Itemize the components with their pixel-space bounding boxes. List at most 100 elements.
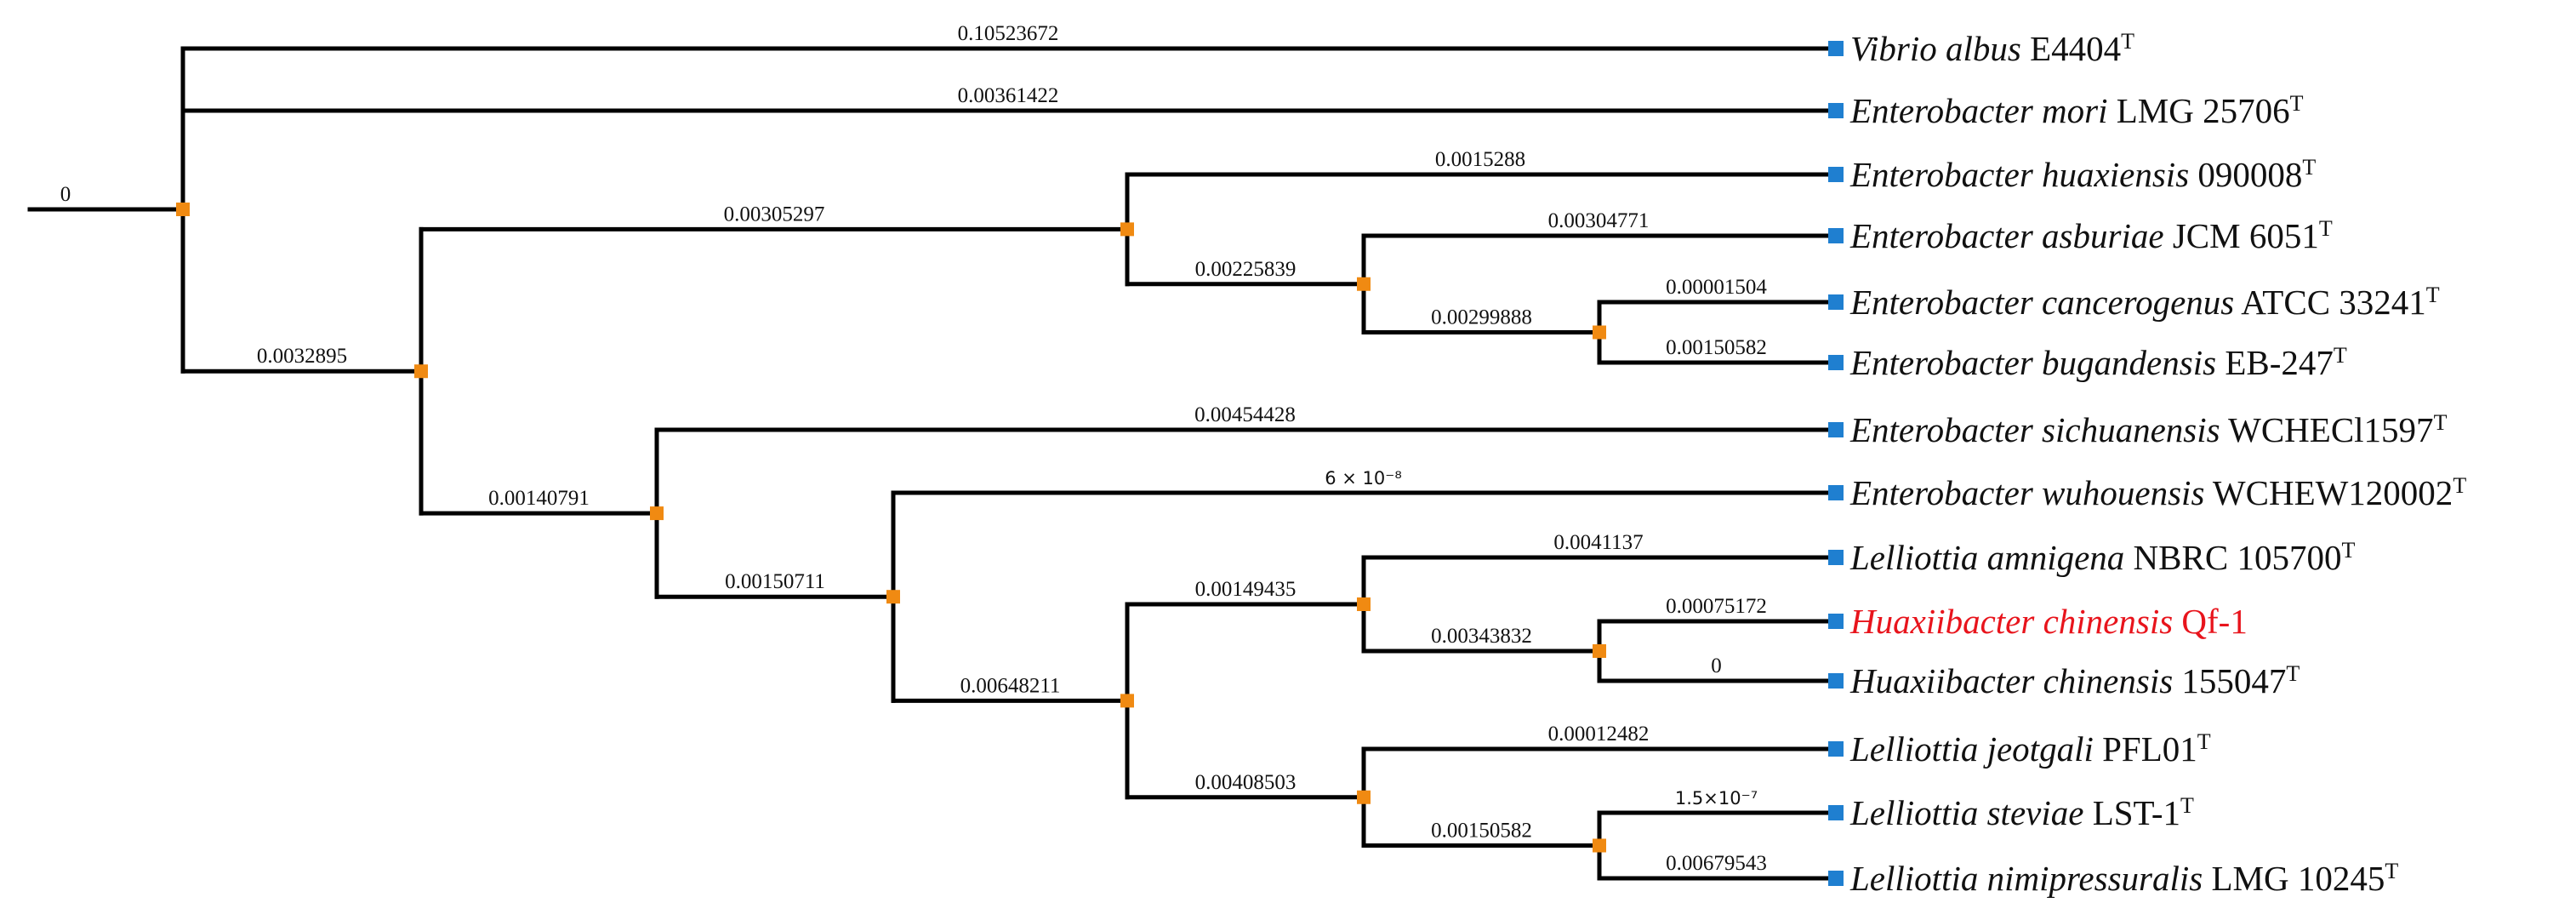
leaf-marker — [1828, 41, 1844, 56]
taxon-label: Vibrio albus E4404T — [1850, 29, 2134, 68]
leaf-marker — [1828, 805, 1844, 820]
branch-length-n6: 0.00140791 — [488, 487, 590, 510]
taxon-label: Lelliottia jeotgali PFL01T — [1849, 729, 2211, 769]
branch-length-L11: 0.00012482 — [1548, 723, 1650, 746]
taxon-label: Lelliottia steviae LST-1T — [1849, 793, 2194, 832]
type-strain-superscript: T — [2385, 859, 2398, 883]
branch-length-L6: 0.00454428 — [1194, 403, 1296, 426]
root-branch-label: 0 — [60, 183, 71, 206]
taxon-label-highlighted: Huaxiibacter chinensis Qf-1 — [1849, 602, 2248, 641]
leaf-marker — [1828, 103, 1844, 118]
branch-length-L12: 1.5×10⁻⁷ — [1675, 788, 1758, 809]
taxon-label: Enterobacter wuhouensis WCHEW120002T — [1849, 473, 2466, 512]
type-strain-superscript: T — [2286, 661, 2300, 686]
taxon-label: Lelliottia amnigena NBRC 105700T — [1849, 538, 2355, 577]
type-strain-superscript: T — [2334, 343, 2347, 368]
taxon-strain: ATCC 33241 — [2234, 283, 2426, 322]
taxon-strain: LST-1 — [2083, 793, 2180, 832]
taxon-species-name: Huaxiibacter chinensis — [1849, 661, 2173, 700]
taxon-label: Enterobacter asburiae JCM 6051T — [1849, 216, 2333, 255]
taxon-strain: PFL01 — [2094, 729, 2197, 769]
node-marker-n11 — [1357, 790, 1371, 804]
taxon-label: Enterobacter sichuanensis WCHECl1597T — [1849, 410, 2448, 449]
leaf-marker — [1828, 614, 1844, 629]
branch-length-L0: 0.10523672 — [958, 22, 1059, 45]
taxon-strain: LMG 10245 — [2203, 859, 2385, 898]
branch-length-L5: 0.00150582 — [1666, 336, 1767, 359]
taxon-strain: NBRC 105700 — [2124, 538, 2341, 577]
taxon-species-name: Enterobacter asburiae — [1849, 216, 2164, 255]
taxon-species-name: Enterobacter sichuanensis — [1849, 410, 2220, 449]
taxon-strain: 090008 — [2189, 155, 2302, 194]
taxon-strain: Qf-1 — [2173, 602, 2248, 641]
taxon-species-name: Enterobacter huaxiensis — [1849, 155, 2189, 194]
branch-length-L7: 6 × 10⁻⁸ — [1325, 468, 1402, 489]
node-marker-n8 — [1120, 694, 1134, 708]
branch-length-L1: 0.00361422 — [958, 84, 1059, 107]
branch-length-L9: 0.00075172 — [1666, 595, 1767, 618]
branch-length-n7: 0.00150711 — [725, 570, 825, 593]
node-marker-n5 — [1593, 325, 1606, 340]
taxon-species-name: Lelliottia steviae — [1849, 793, 2083, 832]
branch-length-n11: 0.00408503 — [1195, 771, 1297, 794]
taxon-species-name: Enterobacter mori — [1849, 91, 2108, 130]
branch-length-L4: 0.00001504 — [1666, 276, 1767, 299]
taxon-species-name: Enterobacter wuhouensis — [1849, 473, 2204, 512]
taxon-label: Enterobacter bugandensis EB-247T — [1849, 343, 2347, 382]
type-strain-superscript: T — [2453, 473, 2466, 498]
leaf-marker — [1828, 167, 1844, 182]
type-strain-superscript: T — [2434, 410, 2448, 435]
taxon-label: Huaxiibacter chinensis 155047T — [1849, 661, 2300, 700]
taxon-strain: WCHECl1597 — [2220, 410, 2434, 449]
leaf-marker — [1828, 741, 1844, 757]
branch-length-n10: 0.00343832 — [1431, 625, 1532, 648]
taxon-label: Enterobacter huaxiensis 090008T — [1849, 155, 2316, 194]
leaf-marker — [1828, 485, 1844, 500]
branch-length-L13: 0.00679543 — [1666, 852, 1767, 875]
leaf-marker — [1828, 673, 1844, 689]
taxon-strain: E4404 — [2021, 29, 2121, 68]
node-marker-n9 — [1357, 597, 1371, 611]
branch-length-n5: 0.00299888 — [1431, 306, 1532, 329]
branch-length-L8: 0.0041137 — [1553, 531, 1643, 554]
type-strain-superscript: T — [2121, 29, 2134, 54]
internal-node-markers — [176, 203, 1606, 853]
leaf-marker — [1828, 228, 1844, 243]
taxon-species-name: Enterobacter cancerogenus — [1849, 283, 2234, 322]
branch-length-n12: 0.00150582 — [1431, 820, 1532, 843]
tree-branches — [27, 46, 1836, 881]
type-strain-superscript: T — [2290, 91, 2304, 116]
taxon-species-name: Huaxiibacter chinensis — [1849, 602, 2173, 641]
branch-length-n9: 0.00149435 — [1195, 578, 1297, 601]
taxon-species-name: Enterobacter bugandensis — [1849, 343, 2216, 382]
branch-length-labels: 00.105236720.003614220.00328950.00305297… — [60, 22, 1768, 875]
node-marker-n3 — [1120, 222, 1134, 237]
leaf-marker — [1828, 871, 1844, 886]
branch-length-n3: 0.00305297 — [724, 203, 825, 226]
taxon-strain: EB-247 — [2216, 343, 2334, 382]
taxon-strain: 155047 — [2173, 661, 2286, 700]
taxon-strain: WCHEW120002 — [2204, 473, 2453, 512]
taxon-label: Enterobacter mori LMG 25706T — [1849, 91, 2304, 130]
branch-length-n8: 0.00648211 — [960, 674, 1061, 697]
taxon-species-name: Lelliottia nimipressuralis — [1849, 859, 2203, 898]
leaf-marker — [1828, 355, 1844, 370]
branch-length-L2: 0.0015288 — [1435, 148, 1525, 171]
type-strain-superscript: T — [2302, 155, 2316, 180]
node-marker-n7 — [886, 590, 900, 604]
type-strain-superscript: T — [2319, 216, 2333, 241]
leaf-marker — [1828, 294, 1844, 310]
node-marker-n10 — [1593, 644, 1606, 658]
taxon-species-name: Lelliottia jeotgali — [1849, 729, 2094, 769]
taxon-strain: JCM 6051 — [2164, 216, 2319, 255]
node-marker-n6 — [650, 506, 664, 521]
leaf-markers — [1828, 41, 1844, 886]
taxon-species-name: Lelliottia amnigena — [1849, 538, 2124, 577]
node-marker-n4 — [1357, 277, 1371, 291]
branch-length-L10: 0 — [1711, 654, 1722, 677]
branch-length-L3: 0.00304771 — [1548, 209, 1650, 232]
taxon-labels: Vibrio albus E4404T Enterobacter mori LMG… — [1849, 29, 2466, 898]
branch-length-n4: 0.00225839 — [1195, 258, 1297, 281]
leaf-marker — [1828, 550, 1844, 565]
